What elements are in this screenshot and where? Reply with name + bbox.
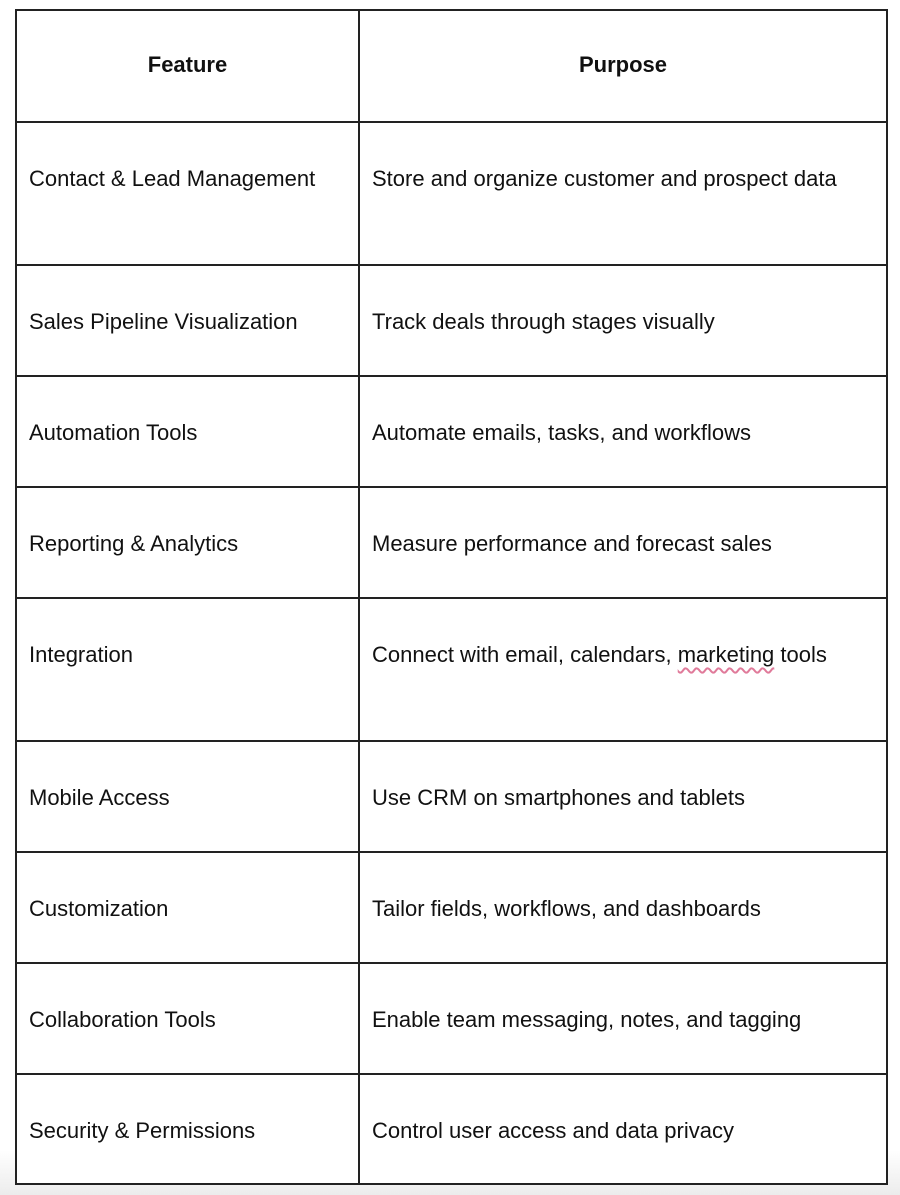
purpose-cell: Measure performance and forecast sales [358,486,888,599]
feature-cell: Customization [15,851,360,964]
purpose-text: tools [774,642,827,667]
table-row: Mobile Access Use CRM on smartphones and… [15,740,888,853]
table-row: Security & Permissions Control user acce… [15,1073,888,1185]
feature-cell: Security & Permissions [15,1073,360,1185]
purpose-cell: Enable team messaging, notes, and taggin… [358,962,888,1075]
purpose-cell: Track deals through stages visually [358,264,888,377]
purpose-cell: Store and organize customer and prospect… [358,121,888,266]
purpose-cell: Connect with email, calendars, marketing… [358,597,888,742]
feature-cell: Collaboration Tools [15,962,360,1075]
feature-cell: Contact & Lead Management [15,121,360,266]
purpose-cell: Control user access and data privacy [358,1073,888,1185]
table-row: Contact & Lead Management Store and orga… [15,121,888,266]
feature-cell: Sales Pipeline Visualization [15,264,360,377]
feature-cell: Integration [15,597,360,742]
feature-cell: Reporting & Analytics [15,486,360,599]
table-row: Collaboration Tools Enable team messagin… [15,962,888,1075]
purpose-cell: Automate emails, tasks, and workflows [358,375,888,488]
feature-cell: Automation Tools [15,375,360,488]
table-row: Automation Tools Automate emails, tasks,… [15,375,888,488]
purpose-cell: Use CRM on smartphones and tablets [358,740,888,853]
feature-table: Feature Purpose Contact & Lead Managemen… [15,9,888,1185]
header-row: Feature Purpose [15,9,888,123]
purpose-cell: Tailor fields, workflows, and dashboards [358,851,888,964]
feature-cell: Mobile Access [15,740,360,853]
purpose-text: Connect with email, calendars, [372,642,678,667]
table-row: Integration Connect with email, calendar… [15,597,888,742]
table-row: Reporting & Analytics Measure performanc… [15,486,888,599]
spellcheck-flagged-word[interactable]: marketing [677,642,775,667]
table-row: Sales Pipeline Visualization Track deals… [15,264,888,377]
header-purpose: Purpose [358,9,888,123]
header-feature: Feature [15,9,360,123]
table-row: Customization Tailor fields, workflows, … [15,851,888,964]
